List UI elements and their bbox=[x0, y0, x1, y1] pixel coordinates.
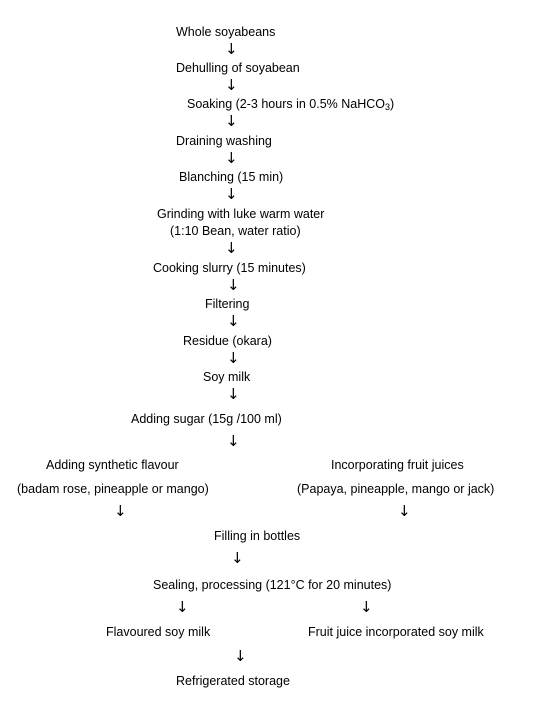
step-soy-milk: Soy milk bbox=[203, 370, 251, 384]
step-grinding: Grinding with luke warm water bbox=[157, 207, 325, 221]
step-whole-soyabeans: Whole soyabeans bbox=[176, 25, 276, 39]
step-dehulling: Dehulling of soyabean bbox=[176, 61, 300, 75]
arrow-down-icon: ↓ bbox=[227, 312, 240, 330]
step-fruit-juices: Incorporating fruit juices bbox=[331, 458, 464, 472]
soaking-subscript: 3 bbox=[385, 102, 391, 112]
arrow-down-icon: ↓ bbox=[225, 149, 238, 167]
soaking-text: Soaking (2-3 hours in 0.5% NaHCO bbox=[187, 97, 386, 111]
step-filling-bottles: Filling in bottles bbox=[214, 529, 301, 543]
soaking-close: ) bbox=[390, 97, 395, 111]
step-synthetic-flavour: Adding synthetic flavour bbox=[46, 458, 179, 472]
arrow-down-icon: ↓ bbox=[360, 598, 373, 616]
step-soaking: Soaking (2-3 hours in 0.5% NaHCO3) bbox=[187, 97, 394, 112]
step-flavoured-soy-milk: Flavoured soy milk bbox=[106, 625, 211, 639]
arrow-down-icon: ↓ bbox=[225, 76, 238, 94]
arrow-down-icon: ↓ bbox=[227, 276, 240, 294]
arrow-down-icon: ↓ bbox=[114, 502, 127, 520]
step-fruit-juices-options: (Papaya, pineapple, mango or jack) bbox=[297, 482, 495, 496]
step-fruit-juice-soy-milk: Fruit juice incorporated soy milk bbox=[308, 625, 484, 639]
arrow-down-icon: ↓ bbox=[227, 432, 240, 450]
arrow-down-icon: ↓ bbox=[227, 349, 240, 367]
arrow-down-icon: ↓ bbox=[231, 549, 244, 567]
step-draining-washing: Draining washing bbox=[176, 134, 272, 148]
arrow-down-icon: ↓ bbox=[398, 502, 411, 520]
step-blanching: Blanching (15 min) bbox=[179, 170, 284, 184]
arrow-down-icon: ↓ bbox=[225, 185, 238, 203]
step-filtering: Filtering bbox=[205, 297, 250, 311]
step-sealing-processing: Sealing, processing (121°C for 20 minute… bbox=[153, 578, 392, 592]
arrow-down-icon: ↓ bbox=[227, 385, 240, 403]
arrow-down-icon: ↓ bbox=[225, 40, 238, 58]
step-grinding-ratio: (1:10 Bean, water ratio) bbox=[170, 224, 301, 238]
step-residue: Residue (okara) bbox=[183, 334, 272, 348]
arrow-down-icon: ↓ bbox=[234, 647, 247, 665]
arrow-down-icon: ↓ bbox=[225, 239, 238, 257]
step-adding-sugar: Adding sugar (15g /100 ml) bbox=[131, 412, 282, 426]
arrow-down-icon: ↓ bbox=[225, 112, 238, 130]
step-synthetic-flavour-options: (badam rose, pineapple or mango) bbox=[17, 482, 209, 496]
arrow-down-icon: ↓ bbox=[176, 598, 189, 616]
step-refrigerated-storage: Refrigerated storage bbox=[176, 674, 290, 688]
step-cooking-slurry: Cooking slurry (15 minutes) bbox=[153, 261, 306, 275]
